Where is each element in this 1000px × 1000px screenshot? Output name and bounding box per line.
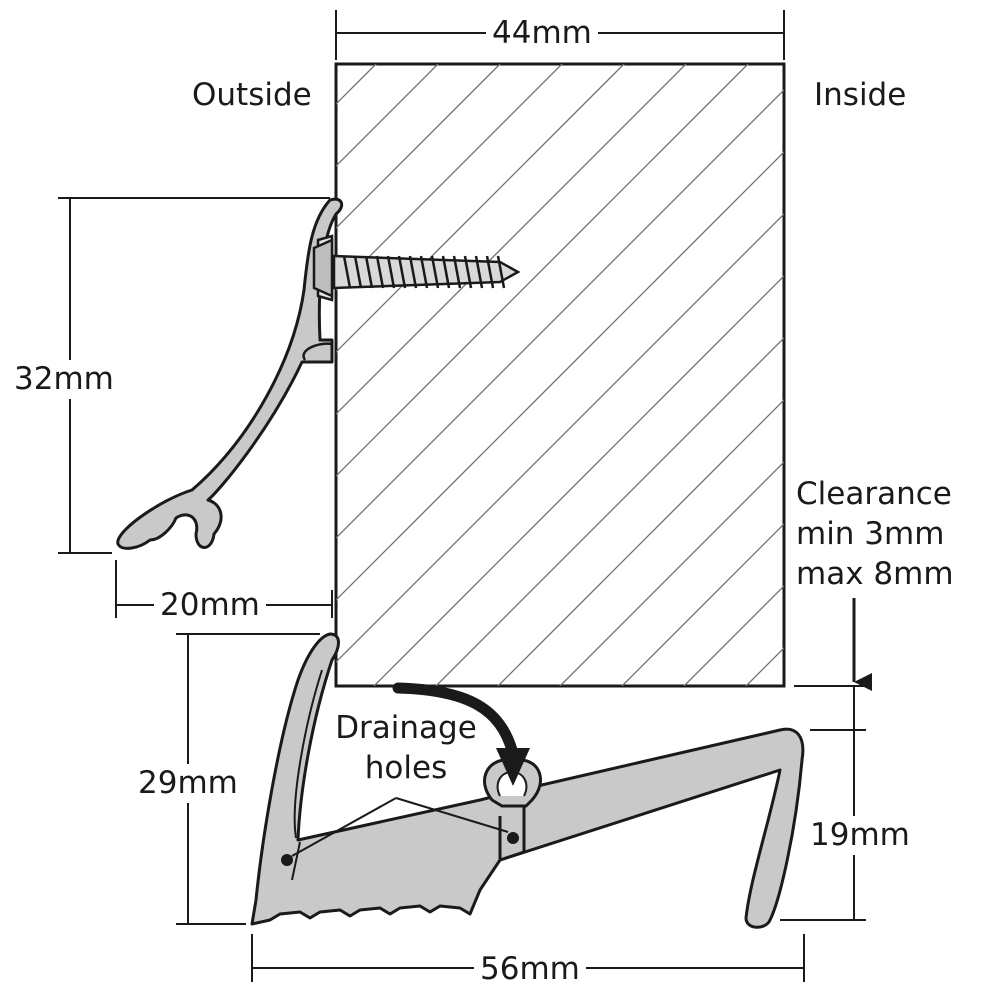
screw-thread [364, 255, 374, 289]
drainage-leader-lines [291, 797, 509, 857]
door-leaf [334, 62, 786, 688]
door-hatch-line [336, 64, 501, 229]
door-hatch-line [497, 399, 784, 686]
dim-sill-height-label: 29mm [136, 764, 240, 803]
door-hatch-line [559, 461, 784, 686]
outside-label: Outside [192, 77, 312, 113]
door-hatch-line [336, 64, 563, 291]
door-hatch-line [435, 337, 784, 686]
drainage-line-2: holes [364, 750, 448, 786]
dim-weather-bar-height-label: 32mm [12, 360, 116, 399]
screw-thread [463, 255, 473, 289]
clearance-label: Clearance min 3mm max 8mm [796, 474, 954, 594]
door-hatch-line [336, 151, 784, 601]
screw-thread [419, 255, 429, 289]
door-hatch-line [336, 213, 784, 663]
screw-thread [397, 255, 407, 289]
dim-sill-width-label: 56mm [474, 954, 586, 985]
screw-thread [430, 255, 440, 289]
inside-label: Inside [814, 77, 907, 113]
screw-thread [452, 255, 462, 289]
screw-thread [441, 255, 451, 289]
drainage-holes-label: Drainage holes [330, 708, 482, 788]
sill-profile [250, 632, 805, 929]
dim-door-thickness-label: 44mm [486, 18, 598, 49]
door-hatch-line [336, 64, 749, 477]
clearance-line-2: min 3mm [796, 516, 945, 552]
door-hatch-line [336, 64, 687, 415]
drainage-hole-left [281, 854, 293, 866]
screw-thread [342, 255, 352, 289]
screw [312, 238, 521, 298]
drainage-line-1: Drainage [335, 710, 477, 746]
water-flow-arrow [392, 682, 530, 786]
screw-thread [474, 255, 484, 289]
screw-thread [375, 255, 385, 289]
screw-thread [496, 255, 506, 289]
screw-thread [386, 255, 396, 289]
clearance-line-1: Clearance [796, 476, 952, 512]
door-hatch-line [336, 89, 784, 539]
weather-bar-profile [116, 197, 344, 550]
screw-thread [353, 255, 363, 289]
screw-thread [485, 255, 495, 289]
drainage-hole-right [507, 832, 519, 844]
door-hatch-line [373, 275, 784, 686]
door-hatch-line [336, 64, 625, 353]
clearance-line-3: max 8mm [796, 556, 954, 592]
screw-thread [408, 255, 418, 289]
dim-upstand-height-label: 19mm [808, 816, 912, 855]
dim-weather-bar-projection-label: 20mm [154, 590, 266, 621]
